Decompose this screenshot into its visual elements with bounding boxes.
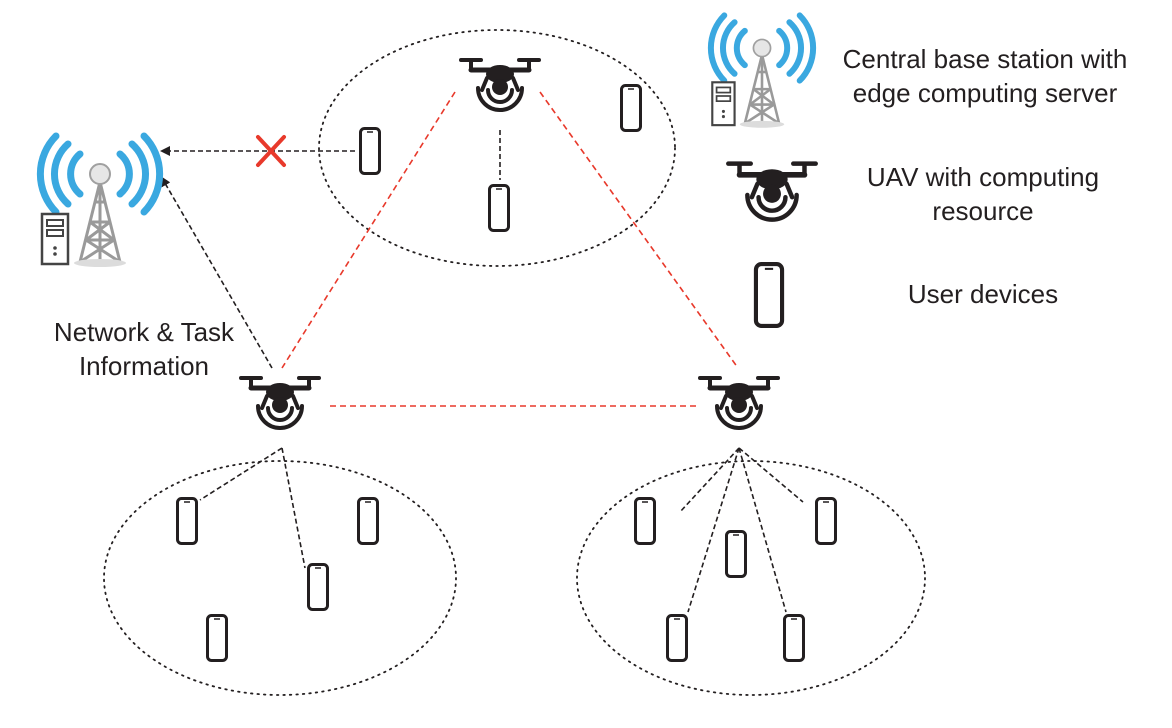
uav-to-base-arrow — [160, 176, 273, 369]
link-left-uav-device-1 — [199, 447, 283, 501]
legend-uav-line1: UAV with computing — [866, 162, 1100, 192]
network-task-info-label: Network & Task Information — [30, 315, 258, 383]
uav-link-top-right — [539, 91, 739, 369]
legend-user-devices-label: User devices — [813, 277, 1153, 311]
smartphone-icon — [359, 127, 381, 175]
link-right-uav-device-1 — [679, 447, 740, 513]
smartphone-icon — [357, 497, 379, 545]
link-right-uav-device-4 — [738, 447, 787, 613]
link-right-uav-device-2 — [738, 447, 804, 503]
smartphone-icon — [666, 614, 688, 662]
link-right-uav-device-3 — [687, 447, 740, 613]
network-task-info-line2: Information — [78, 351, 210, 381]
legend-drone-icon — [726, 161, 818, 219]
drone-icon — [239, 376, 321, 428]
legend-base-station-line2: edge computing server — [852, 78, 1118, 108]
cross-icon — [256, 135, 286, 167]
link-left-uav-device-2 — [281, 447, 306, 569]
uav-links — [281, 91, 739, 407]
legend-base-station-label: Central base station with edge computing… — [815, 42, 1155, 110]
device-links — [199, 130, 804, 613]
legend-uav-line2: resource — [932, 196, 1034, 226]
smartphone-icon — [634, 497, 656, 545]
smartphone-icon — [488, 184, 510, 232]
smartphone-icon — [725, 530, 747, 578]
coverage-area-top — [318, 29, 676, 267]
uav-link-top-left — [281, 91, 456, 369]
coverage-area-bottom-left — [103, 460, 457, 696]
legend-base-station-line1: Central base station with — [842, 44, 1128, 74]
base-station-icon — [40, 136, 159, 267]
smartphone-icon — [620, 84, 642, 132]
smartphone-icon — [307, 563, 329, 611]
legend-user-devices-line1: User devices — [907, 279, 1059, 309]
network-task-info-line1: Network & Task — [53, 317, 235, 347]
drone-icon — [459, 58, 541, 110]
smartphone-icon — [815, 497, 837, 545]
legend-base-station-icon — [711, 15, 813, 127]
smartphone-icon — [176, 497, 198, 545]
legend-smartphone-icon — [756, 264, 782, 326]
coverage-area-bottom-right — [576, 460, 926, 696]
smartphone-icon — [783, 614, 805, 662]
legend-uav-label: UAV with computing resource — [813, 160, 1153, 228]
smartphone-icon — [206, 614, 228, 662]
drone-icon — [698, 376, 780, 428]
